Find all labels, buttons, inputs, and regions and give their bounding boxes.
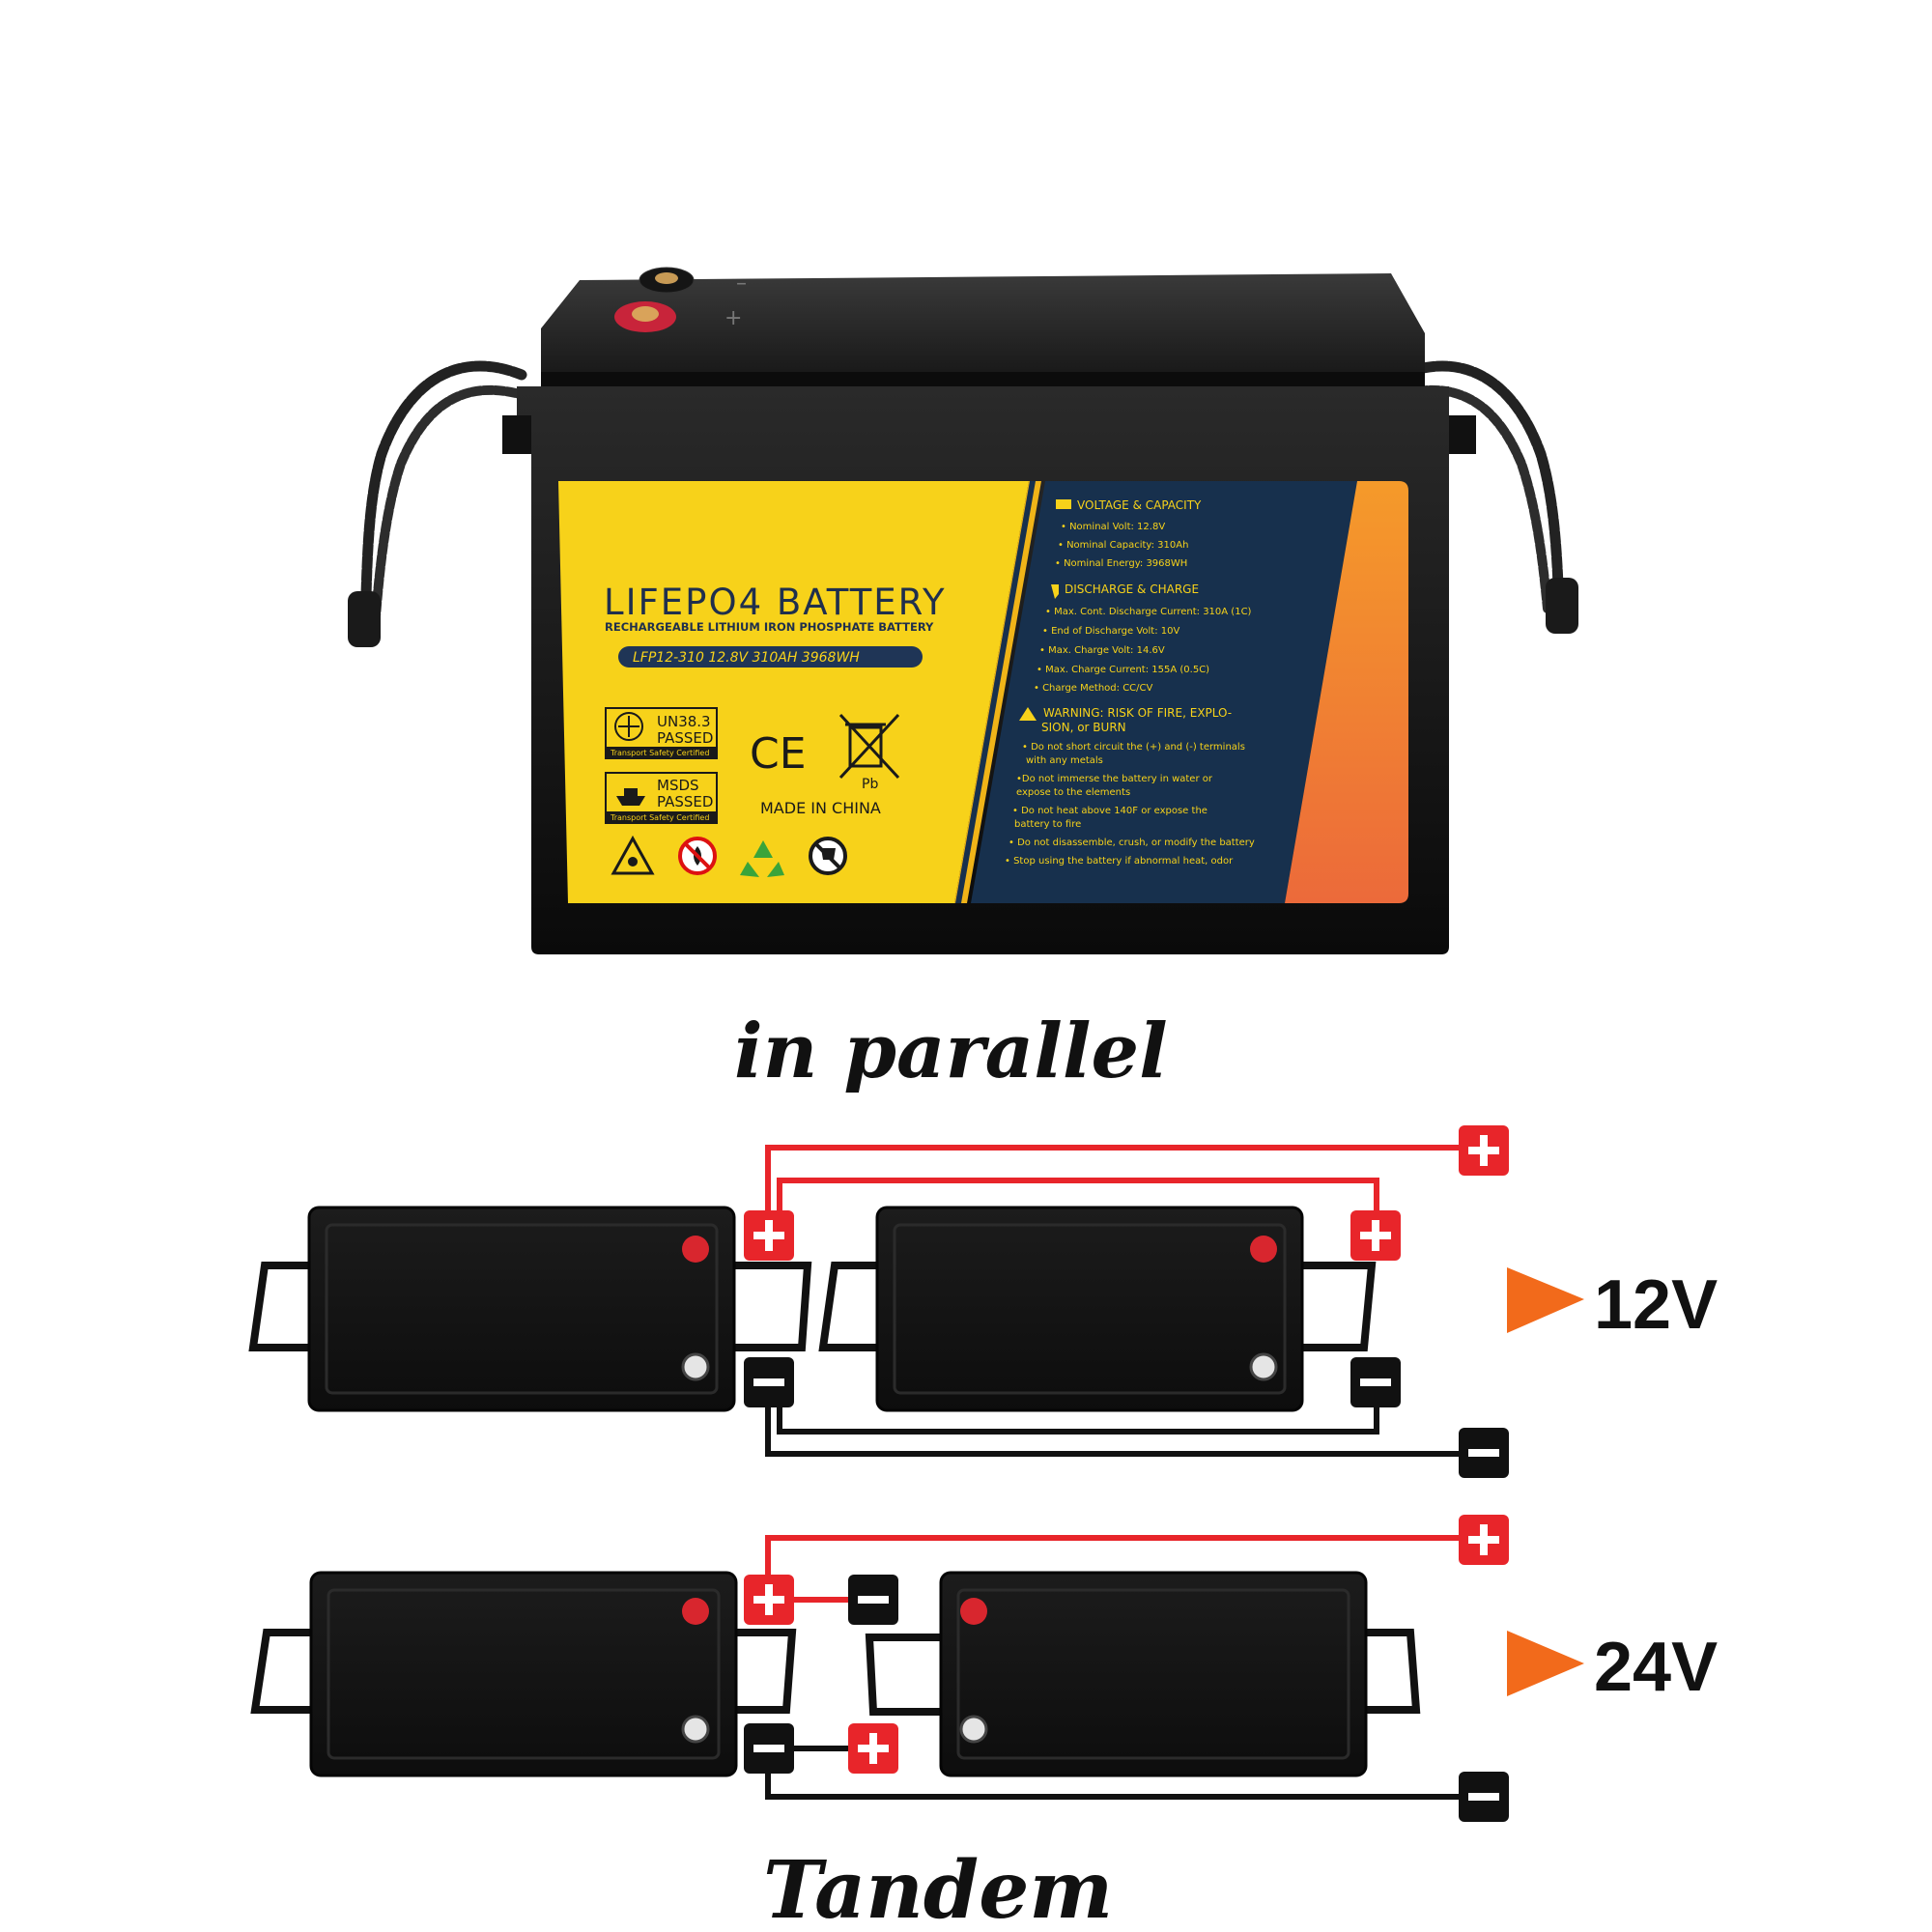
minus-sign-icon bbox=[744, 1723, 794, 1774]
svg-text:• Nominal Capacity: 310Ah: • Nominal Capacity: 310Ah bbox=[1058, 540, 1188, 551]
minus-sign-icon bbox=[1459, 1772, 1509, 1822]
model-bar-text: LFP12-310 12.8V 310AH 3968WH bbox=[633, 650, 860, 666]
svg-text:SION, or BURN: SION, or BURN bbox=[1041, 721, 1126, 734]
svg-text:• Max. Charge Current: 155A (0: • Max. Charge Current: 155A (0.5C) bbox=[1037, 665, 1209, 675]
plus-sign-icon bbox=[1350, 1210, 1401, 1261]
svg-text:• Max. Cont. Discharge Current: • Max. Cont. Discharge Current: 310A (1C… bbox=[1045, 607, 1252, 617]
product-subtitle: RECHARGEABLE LITHIUM IRON PHOSPHATE BATT… bbox=[605, 620, 934, 634]
battery-product: + – LIFEPO4 BATTERY RECHARGEABLE LITHIUM… bbox=[348, 267, 1578, 954]
plus-sign-icon bbox=[1459, 1125, 1509, 1176]
msds-badge: MSDS PASSED Transport Safety Certified bbox=[605, 772, 718, 824]
svg-text:Transport Safety Certified: Transport Safety Certified bbox=[610, 813, 709, 822]
plus-sign-icon bbox=[848, 1723, 898, 1774]
svg-text:MSDS: MSDS bbox=[657, 777, 699, 794]
series-battery-2 bbox=[939, 1571, 1368, 1777]
arrow-icon bbox=[1507, 1267, 1584, 1333]
spec-voltage-heading: VOLTAGE & CAPACITY bbox=[1077, 498, 1202, 512]
parallel-heading: in parallel bbox=[734, 1008, 1168, 1095]
svg-text:• Do not short circuit the (+): • Do not short circuit the (+) and (-) t… bbox=[1022, 742, 1245, 753]
plus-sign-icon bbox=[744, 1575, 794, 1625]
battery-icon bbox=[1056, 499, 1071, 509]
plug-icon bbox=[1051, 584, 1059, 599]
plus-sign-icon bbox=[744, 1210, 794, 1261]
ce-mark-icon: CE bbox=[750, 729, 807, 779]
s1-positive-terminal-icon bbox=[682, 1598, 709, 1625]
label-navy-panel bbox=[971, 481, 1357, 903]
svg-text:• Nominal Volt: 12.8V: • Nominal Volt: 12.8V bbox=[1061, 522, 1165, 532]
svg-text:• End of Discharge Volt: 10V: • End of Discharge Volt: 10V bbox=[1042, 626, 1179, 637]
svg-text:• Max. Charge Volt: 14.6V: • Max. Charge Volt: 14.6V bbox=[1039, 645, 1165, 656]
ship-icon bbox=[616, 788, 645, 806]
svg-text:• Charge Method: CC/CV: • Charge Method: CC/CV bbox=[1034, 683, 1153, 694]
svg-text:PASSED: PASSED bbox=[657, 793, 713, 810]
battery-lid bbox=[541, 273, 1425, 386]
warning-icon bbox=[1019, 707, 1037, 721]
minus-sign-icon bbox=[1350, 1357, 1401, 1407]
rope-toggle-left bbox=[348, 591, 381, 647]
plus-sign-icon bbox=[1459, 1515, 1509, 1565]
rope-toggle-right bbox=[1546, 578, 1578, 634]
model-bar bbox=[618, 646, 923, 668]
svg-text:• Nominal Energy: 3968WH: • Nominal Energy: 3968WH bbox=[1055, 558, 1187, 569]
svg-text:• Stop using the battery if ab: • Stop using the battery if abnormal hea… bbox=[1005, 856, 1234, 867]
explosive-warning-icon bbox=[611, 835, 655, 875]
label-orange-panel bbox=[1285, 481, 1408, 903]
spec-panel: VOLTAGE & CAPACITY • Nominal Volt: 12.8V… bbox=[1005, 498, 1255, 867]
rope-handle-left bbox=[359, 360, 527, 634]
minus-sign-icon bbox=[744, 1357, 794, 1407]
minus-sign-icon bbox=[1459, 1428, 1509, 1478]
recycle-icon bbox=[740, 840, 784, 877]
un38-badge: UN38.3 PASSED Transport Safety Certified bbox=[605, 707, 718, 759]
svg-text:• Do not disassemble, crush, o: • Do not disassemble, crush, or modify t… bbox=[1009, 838, 1255, 848]
parallel-diagram: 12V bbox=[248, 1125, 1718, 1478]
svg-text:• Do not heat above 140F or ex: • Do not heat above 140F or expose the bbox=[1012, 806, 1208, 816]
label-yellow-panel bbox=[558, 481, 1029, 903]
series-battery-1 bbox=[309, 1571, 738, 1777]
s2-positive-terminal-icon bbox=[960, 1598, 987, 1625]
parallel-battery-1 bbox=[307, 1206, 736, 1412]
svg-text:Transport Safety Certified: Transport Safety Certified bbox=[610, 749, 709, 757]
svg-text:with any metals: with any metals bbox=[1026, 755, 1103, 766]
svg-text:battery to fire: battery to fire bbox=[1014, 819, 1081, 830]
weee-bin-icon: Pb bbox=[838, 713, 900, 792]
series-diagram: 24V bbox=[250, 1515, 1718, 1822]
svg-text:–: – bbox=[736, 271, 747, 296]
parallel-battery-2 bbox=[875, 1206, 1304, 1412]
p2-positive-terminal-icon bbox=[1250, 1236, 1277, 1263]
rope-handle-left-2 bbox=[370, 384, 531, 633]
series-voltage: 24V bbox=[1594, 1629, 1718, 1706]
no-fire-icon bbox=[678, 837, 717, 875]
arrow-icon bbox=[1507, 1631, 1584, 1696]
series-heading: Tandem bbox=[763, 1844, 1113, 1932]
product-title: LIFEPO4 BATTERY bbox=[604, 582, 947, 623]
p1-positive-terminal-icon bbox=[682, 1236, 709, 1263]
svg-text:UN38.3: UN38.3 bbox=[657, 713, 711, 730]
svg-text:expose to the elements: expose to the elements bbox=[1016, 787, 1130, 798]
svg-text:Pb: Pb bbox=[862, 777, 878, 792]
svg-text:•Do not immerse the battery in: •Do not immerse the battery in water or bbox=[1016, 774, 1213, 784]
parallel-voltage: 12V bbox=[1594, 1266, 1718, 1344]
svg-text:PASSED: PASSED bbox=[657, 729, 713, 747]
warning-heading: WARNING: RISK OF FIRE, EXPLO- bbox=[1043, 706, 1232, 720]
spec-discharge-heading: DISCHARGE & CHARGE bbox=[1065, 582, 1199, 596]
no-water-icon bbox=[809, 837, 847, 875]
made-in-label: MADE IN CHINA bbox=[760, 799, 881, 817]
minus-sign-icon bbox=[848, 1575, 898, 1625]
rope-handle-right bbox=[1395, 360, 1565, 614]
svg-text:+: + bbox=[724, 306, 742, 330]
